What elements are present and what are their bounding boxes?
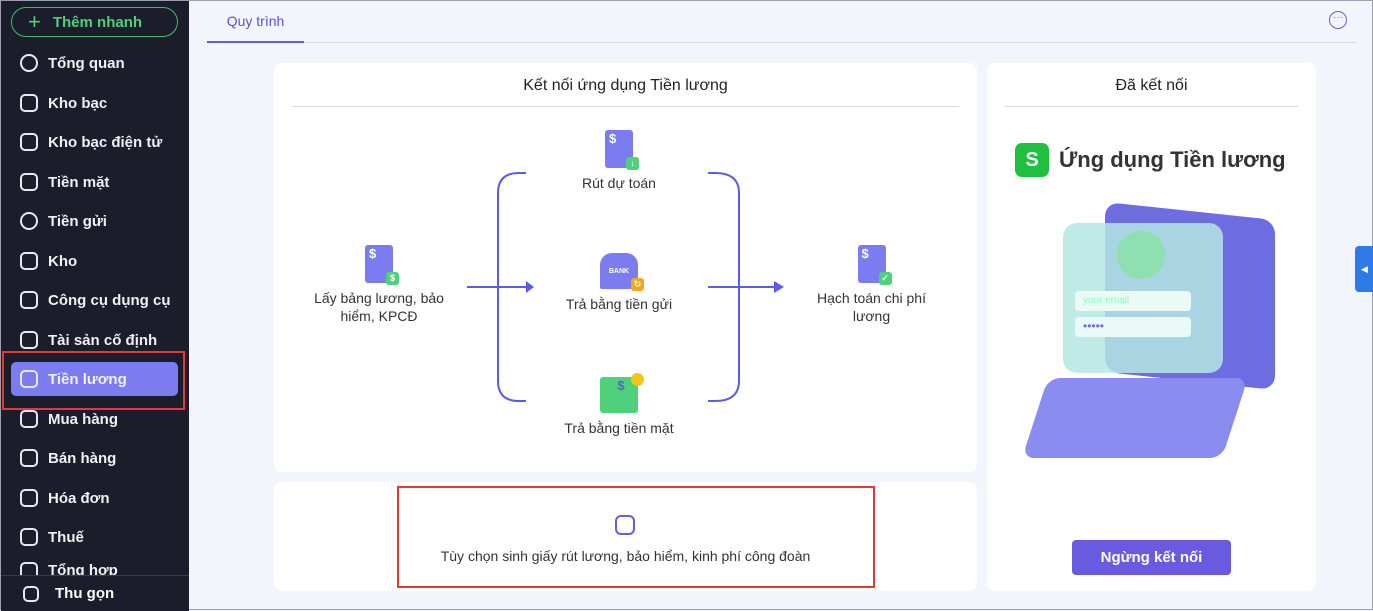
highlight-box	[2, 351, 185, 410]
sidebar-item-payroll[interactable]: Tiền lương	[11, 362, 178, 396]
bank-building-icon	[20, 528, 38, 546]
highlight-box	[397, 486, 875, 588]
e-treasury-icon	[20, 133, 38, 151]
sidebar-item-sales[interactable]: Bán hàng	[11, 441, 178, 475]
tools-icon	[20, 291, 38, 309]
sidebar: +Thêm nhanh Tổng quan Kho bạc Kho bạc đi…	[1, 1, 189, 611]
summary-icon	[20, 562, 38, 575]
sidebar-item-e-treasury[interactable]: Kho bạc điện tử	[11, 125, 178, 159]
treasury-icon	[20, 94, 38, 112]
computer-illustration: your email •••••	[1022, 202, 1295, 483]
quick-add-button[interactable]: +Thêm nhanh	[11, 7, 178, 37]
sidebar-item-overview[interactable]: Tổng quan	[11, 46, 178, 80]
cash-icon	[20, 173, 38, 191]
payroll-document-icon: $$	[365, 245, 399, 285]
disconnect-button[interactable]: Ngừng kết nối	[1072, 540, 1231, 575]
cash-hand-icon: $	[600, 373, 644, 413]
sidebar-item-warehouse[interactable]: Kho	[11, 244, 178, 278]
connected-title: Đã kết nối	[1005, 77, 1298, 107]
option-card: Tùy chọn sinh giấy rút lương, bảo hiểm, …	[274, 482, 977, 591]
cart-icon	[20, 410, 38, 428]
step-accounting: $✓ Hạch toán chi phí lương	[817, 245, 926, 324]
sidebar-item-deposit[interactable]: Tiền gửi	[11, 204, 178, 238]
tab-bar: Quy trình	[207, 1, 1356, 43]
collapse-button[interactable]: Thu gọn	[1, 575, 189, 611]
step-get-payroll: $$ Lấy bảng lương, bảo hiểm, KPCĐ	[314, 245, 444, 324]
sidebar-item-tax[interactable]: Thuế	[11, 520, 178, 554]
pie-chart-icon	[20, 54, 38, 72]
more-options-icon[interactable]: ···	[1329, 11, 1347, 29]
sidebar-item-fixed-assets[interactable]: Tài sản cố định	[11, 323, 178, 357]
flow-lines	[467, 172, 784, 402]
truck-icon	[20, 331, 38, 349]
sidebar-item-treasury[interactable]: Kho bạc	[11, 86, 178, 120]
step-pay-by-cash[interactable]: $ Trả bằng tiền mặt	[544, 373, 694, 437]
step-pay-by-deposit[interactable]: BANK↻ Trả bằng tiền gửi	[544, 253, 694, 313]
accounting-document-icon: $✓	[857, 245, 892, 285]
connected-card: Đã kết nối S Ứng dụng Tiền lương your em…	[987, 63, 1316, 591]
sidebar-item-purchase[interactable]: Mua hàng	[11, 402, 178, 436]
sidebar-item-invoice[interactable]: Hóa đơn	[11, 481, 178, 515]
process-card: Kết nối ứng dụng Tiền lương $$ Lấy bảng …	[274, 63, 977, 472]
tab-process[interactable]: Quy trình	[207, 1, 304, 43]
payroll-app-logo-icon: S	[1015, 143, 1049, 177]
caret-left-icon: ◀	[1361, 263, 1368, 274]
document-option-icon	[615, 515, 635, 535]
invoice-icon	[20, 489, 38, 507]
option-link[interactable]: Tùy chọn sinh giấy rút lương, bảo hiểm, …	[440, 548, 811, 564]
side-panel-toggle[interactable]: ◀	[1355, 246, 1373, 292]
collapse-icon	[23, 585, 39, 602]
withdraw-document-icon: $↓	[605, 130, 639, 170]
briefcase-icon	[20, 370, 38, 388]
sidebar-item-summary[interactable]: Tổng hợp	[11, 558, 178, 575]
deposit-icon	[20, 212, 38, 230]
warehouse-icon	[20, 252, 38, 270]
app-name: Ứng dụng Tiền lương	[1059, 147, 1286, 172]
store-icon	[20, 449, 38, 467]
sidebar-item-tools[interactable]: Công cụ dụng cụ	[11, 283, 178, 317]
bank-icon: BANK↻	[600, 253, 644, 291]
step-withdraw-estimate[interactable]: $↓ Rút dự toán	[582, 130, 656, 191]
sidebar-item-cash[interactable]: Tiền mặt	[11, 165, 178, 199]
process-title: Kết nối ứng dụng Tiền lương	[292, 77, 959, 107]
plus-icon: +	[28, 9, 41, 34]
